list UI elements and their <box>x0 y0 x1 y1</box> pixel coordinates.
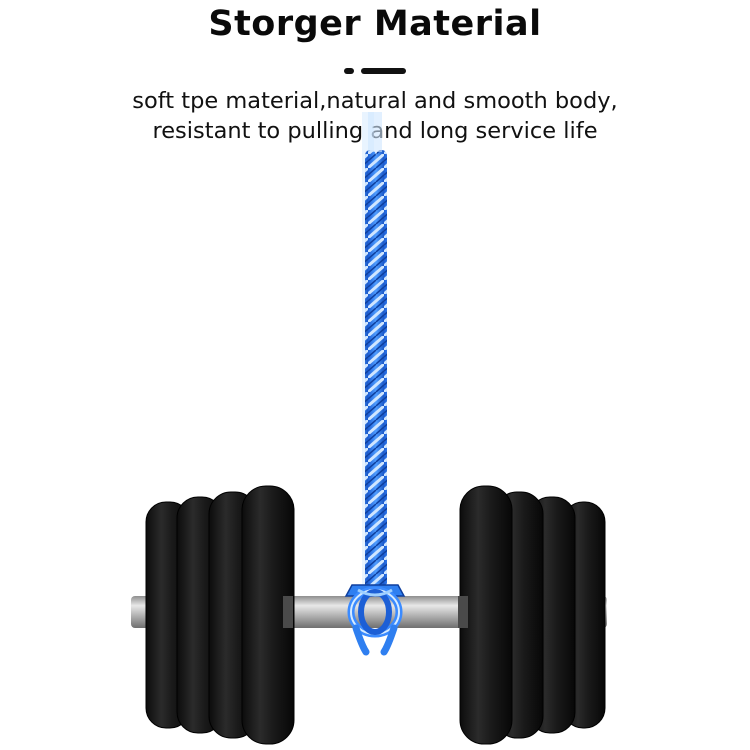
description-line-1: soft tpe material,natural and smooth bod… <box>132 88 618 114</box>
right-weight-plates <box>458 485 606 745</box>
divider-dash <box>361 68 406 74</box>
rope <box>362 112 387 592</box>
title-divider <box>344 68 406 74</box>
divider-dot <box>344 68 354 74</box>
rope-knot <box>344 584 406 656</box>
page-title: Storger Material <box>208 4 542 44</box>
left-weight-plates <box>145 485 295 745</box>
